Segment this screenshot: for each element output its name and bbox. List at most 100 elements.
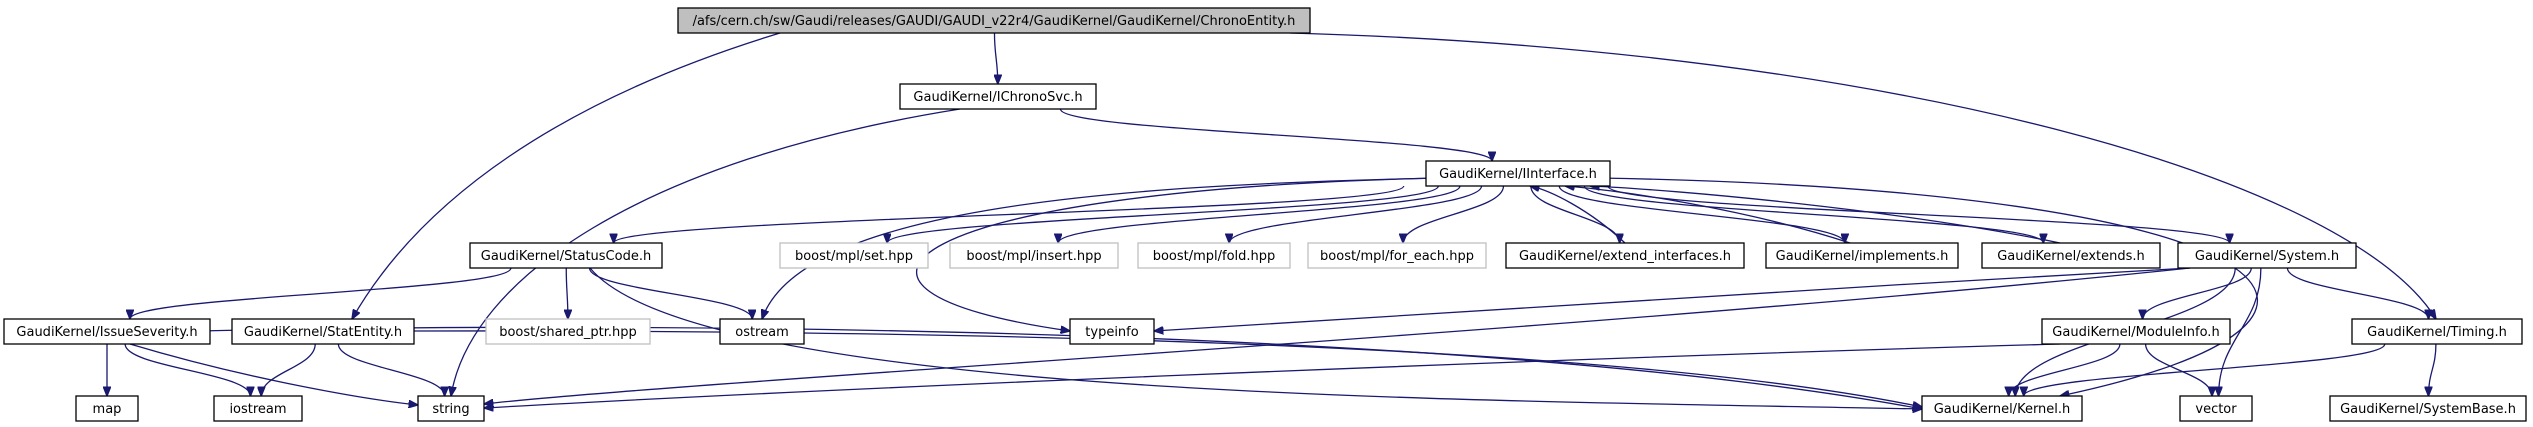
edge-iinterface-to-typeinfo	[916, 177, 1441, 331]
edge-root-to-timing	[1289, 32, 2436, 319]
node-box	[485, 318, 651, 345]
node-ichronosvc[interactable]: GaudiKernel/IChronoSvc.h	[899, 83, 1097, 110]
node-box	[1069, 318, 1155, 345]
edge-extendif-to-iinterface	[1530, 186, 1626, 244]
edge-system-to-string	[484, 267, 2191, 404]
edge-extends-to-iinterface	[1590, 186, 2061, 244]
node-label: GaudiKernel/extends.h	[1997, 249, 2145, 264]
edge-iinterface-to-mplinsert	[1058, 185, 1461, 243]
node-box	[899, 83, 1097, 110]
node-kernel[interactable]: GaudiKernel/Kernel.h	[1921, 395, 2083, 422]
node-label: boost/mpl/set.hpp	[795, 249, 913, 264]
node-label: GaudiKernel/SystemBase.h	[2340, 402, 2516, 417]
node-box	[231, 318, 415, 345]
node-label: boost/mpl/fold.hpp	[1153, 249, 1276, 264]
node-label: GaudiKernel/ModuleInfo.h	[2052, 325, 2219, 340]
edge-statuscode-to-kernel	[589, 267, 1922, 409]
node-vector[interactable]: vector	[2179, 395, 2253, 422]
node-system[interactable]: GaudiKernel/System.h	[2177, 242, 2357, 269]
node-map[interactable]: map	[75, 395, 139, 422]
edge-iinterface-to-implements	[1558, 185, 1845, 243]
edge-iinterface-to-mplset	[887, 185, 1439, 243]
edge-statentity-to-iostream	[261, 343, 316, 396]
node-label: iostream	[229, 402, 286, 417]
node-box	[2177, 242, 2357, 269]
edge-system-to-timing	[2286, 267, 2428, 319]
nodes-layer: /afs/cern.ch/sw/Gaudi/releases/GAUDI/GAU…	[3, 7, 2527, 422]
node-mplinsert: boost/mpl/insert.hpp	[949, 242, 1119, 269]
node-box	[213, 395, 303, 422]
edges-layer	[107, 32, 2437, 409]
node-iinterface[interactable]: GaudiKernel/IInterface.h	[1425, 160, 1611, 187]
edge-system-to-moduleinfo	[2143, 267, 2252, 319]
node-label: /afs/cern.ch/sw/Gaudi/releases/GAUDI/GAU…	[693, 14, 1296, 29]
node-string[interactable]: string	[417, 395, 485, 422]
node-box	[1981, 242, 2161, 269]
node-box	[2179, 395, 2253, 422]
edge-issuesev-to-iostream	[124, 343, 250, 396]
edge-moduleinfo-to-vector	[2144, 343, 2212, 396]
node-label: GaudiKernel/IssueSeverity.h	[16, 325, 197, 340]
node-label: GaudiKernel/IInterface.h	[1439, 167, 1597, 182]
edge-system-to-vector	[2219, 267, 2262, 396]
node-extends[interactable]: GaudiKernel/extends.h	[1981, 242, 2161, 269]
node-typeinfo[interactable]: typeinfo	[1069, 318, 1155, 345]
node-issuesev[interactable]: GaudiKernel/IssueSeverity.h	[3, 318, 211, 345]
node-label: GaudiKernel/IChronoSvc.h	[913, 90, 1082, 105]
edge-timing-to-systembase	[2428, 343, 2437, 396]
node-sharedptr: boost/shared_ptr.hpp	[485, 318, 651, 345]
node-label: GaudiKernel/StatusCode.h	[481, 249, 651, 264]
node-label: GaudiKernel/Timing.h	[2367, 325, 2507, 340]
node-label: map	[93, 402, 122, 417]
edge-iinterface-to-mplfold	[1229, 185, 1483, 243]
edge-iinterface-to-kernel	[1597, 177, 2259, 396]
node-box	[1425, 160, 1611, 187]
node-box	[2041, 318, 2231, 345]
edge-moduleinfo-to-kernel	[2009, 343, 2121, 396]
node-mplset: boost/mpl/set.hpp	[779, 242, 929, 269]
node-box	[417, 395, 485, 422]
node-ostream[interactable]: ostream	[719, 318, 805, 345]
node-extendif[interactable]: GaudiKernel/extend_interfaces.h	[1505, 242, 1745, 269]
edge-ichronosvc-to-iinterface	[1059, 108, 1492, 162]
node-moduleinfo[interactable]: GaudiKernel/ModuleInfo.h	[2041, 318, 2231, 345]
node-label: string	[432, 402, 469, 417]
edge-ichronosvc-to-string	[451, 108, 961, 396]
node-implements[interactable]: GaudiKernel/implements.h	[1765, 242, 1959, 269]
edge-statentity-to-string	[337, 343, 444, 396]
node-box	[779, 242, 929, 269]
node-box	[677, 7, 1311, 34]
node-box	[469, 242, 663, 269]
edge-moduleinfo-to-string	[484, 343, 2061, 408]
edge-timing-to-kernel	[2024, 343, 2386, 396]
edge-iinterface-to-statuscode	[614, 185, 1405, 243]
node-box	[3, 318, 211, 345]
edge-root-to-ichronosvc	[994, 32, 997, 84]
node-box	[1137, 242, 1291, 269]
node-iostream[interactable]: iostream	[213, 395, 303, 422]
edge-root-to-statentity	[352, 32, 781, 319]
node-box	[1307, 242, 1487, 269]
node-label: boost/mpl/for_each.hpp	[1320, 249, 1474, 264]
node-label: GaudiKernel/implements.h	[1776, 249, 1949, 264]
node-label: boost/shared_ptr.hpp	[499, 325, 637, 340]
node-systembase[interactable]: GaudiKernel/SystemBase.h	[2329, 395, 2527, 422]
node-label: typeinfo	[1085, 325, 1138, 340]
edge-system-to-typeinfo	[1154, 267, 2191, 331]
node-label: ostream	[735, 325, 789, 340]
edge-iinterface-to-extends	[1583, 185, 2043, 244]
node-statentity[interactable]: GaudiKernel/StatEntity.h	[231, 318, 415, 345]
node-root[interactable]: /afs/cern.ch/sw/Gaudi/releases/GAUDI/GAU…	[677, 7, 1311, 34]
edge-iinterface-to-ostream	[762, 177, 1441, 319]
edge-statuscode-to-sharedptr	[566, 267, 568, 319]
node-statuscode[interactable]: GaudiKernel/StatusCode.h	[469, 242, 663, 269]
node-box	[2351, 318, 2523, 345]
node-box	[2329, 395, 2527, 422]
node-box	[75, 395, 139, 422]
node-label: boost/mpl/insert.hpp	[966, 249, 1101, 264]
node-label: GaudiKernel/Kernel.h	[1934, 402, 2071, 417]
node-label: GaudiKernel/System.h	[2195, 249, 2339, 264]
node-timing[interactable]: GaudiKernel/Timing.h	[2351, 318, 2523, 345]
edge-issuesev-to-string	[129, 343, 418, 405]
node-label: GaudiKernel/extend_interfaces.h	[1519, 249, 1731, 264]
